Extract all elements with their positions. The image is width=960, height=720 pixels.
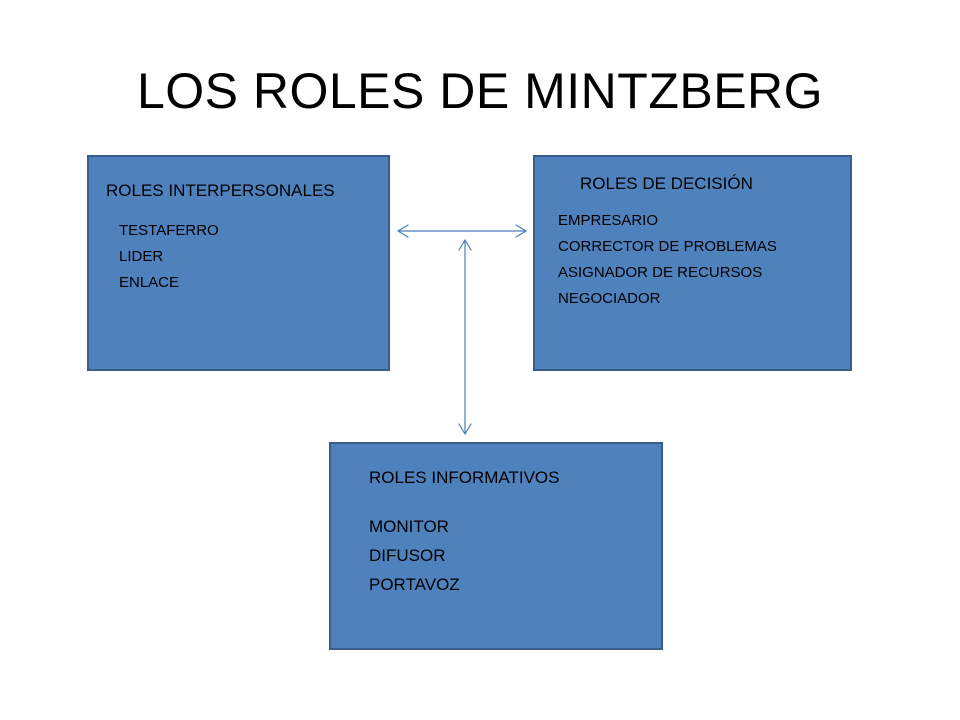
role-item: DIFUSOR — [369, 546, 446, 565]
slide-title: LOS ROLES DE MINTZBERG — [136, 63, 824, 119]
decision-roles-heading: ROLES DE DECISIÓN — [580, 174, 753, 193]
interpersonal-roles-list: TESTAFERRO LIDER ENLACE — [119, 218, 219, 296]
role-item: LIDER — [119, 248, 164, 265]
role-item: ENLACE — [119, 274, 180, 291]
role-item: MONITOR — [369, 517, 449, 536]
role-item: TESTAFERRO — [119, 222, 219, 239]
role-item: CORRECTOR DE PROBLEMAS — [558, 238, 777, 255]
role-item: ASIGNADOR DE RECURSOS — [558, 264, 763, 281]
role-item: EMPRESARIO — [558, 212, 659, 229]
decision-roles-box: ROLES DE DECISIÓN EMPRESARIO CORRECTOR D… — [533, 155, 852, 371]
role-item: NEGOCIADOR — [558, 290, 661, 307]
interpersonal-roles-box: ROLES INTERPERSONALES TESTAFERRO LIDER E… — [87, 155, 390, 371]
vertical-double-arrow — [458, 239, 472, 435]
role-item: PORTAVOZ — [369, 575, 460, 594]
horizontal-double-arrow — [397, 224, 527, 238]
decision-roles-list: EMPRESARIO CORRECTOR DE PROBLEMAS ASIGNA… — [558, 208, 777, 312]
informational-roles-heading: ROLES INFORMATIVOS — [369, 468, 560, 487]
informational-roles-list: MONITOR DIFUSOR PORTAVOZ — [369, 512, 460, 599]
informational-roles-box: ROLES INFORMATIVOS MONITOR DIFUSOR PORTA… — [329, 442, 663, 650]
interpersonal-roles-heading: ROLES INTERPERSONALES — [106, 181, 335, 200]
